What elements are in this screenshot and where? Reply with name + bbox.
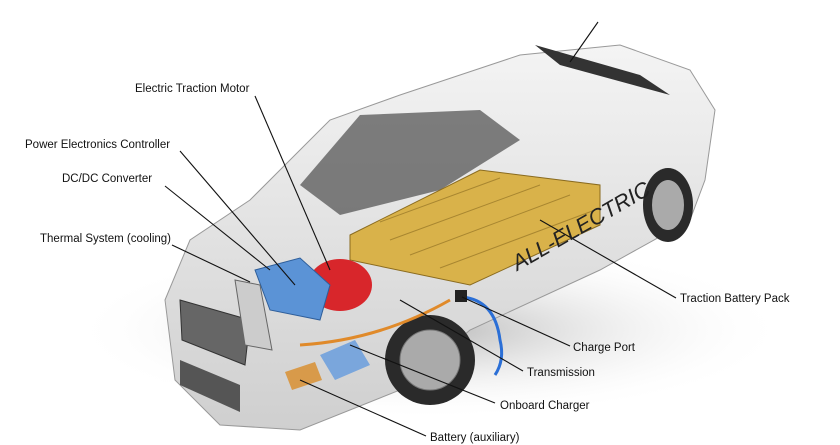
label-charge-port: Charge Port	[573, 342, 636, 354]
label-transmission: Transmission	[527, 367, 595, 379]
onboard-charger	[320, 340, 370, 380]
lower-grille	[180, 360, 240, 412]
orange-cable	[299, 298, 451, 347]
label-power-electronics-controller: Power Electronics Controller	[25, 139, 171, 151]
thermal-system	[234, 279, 273, 351]
grille	[179, 299, 251, 366]
aux-battery	[285, 362, 322, 390]
charge-port	[455, 290, 467, 302]
leader-lines	[164, 21, 677, 437]
dcdc-converter	[254, 257, 331, 321]
label-aux-battery: Battery (auxiliary)	[430, 432, 520, 444]
traction-battery-pack	[349, 169, 601, 286]
windshield	[300, 110, 520, 215]
label-thermal-system: Thermal System (cooling)	[40, 233, 172, 245]
roof-stripe	[535, 45, 670, 95]
label-dcdc-converter: DC/DC Converter	[62, 173, 153, 185]
label-onboard-charger: Onboard Charger	[500, 400, 590, 412]
battery-cells	[379, 177, 596, 269]
label-traction-battery-pack: Traction Battery Pack	[680, 293, 790, 305]
label-electric-traction-motor: Electric Traction Motor	[135, 83, 250, 95]
charge-cable	[461, 295, 504, 376]
